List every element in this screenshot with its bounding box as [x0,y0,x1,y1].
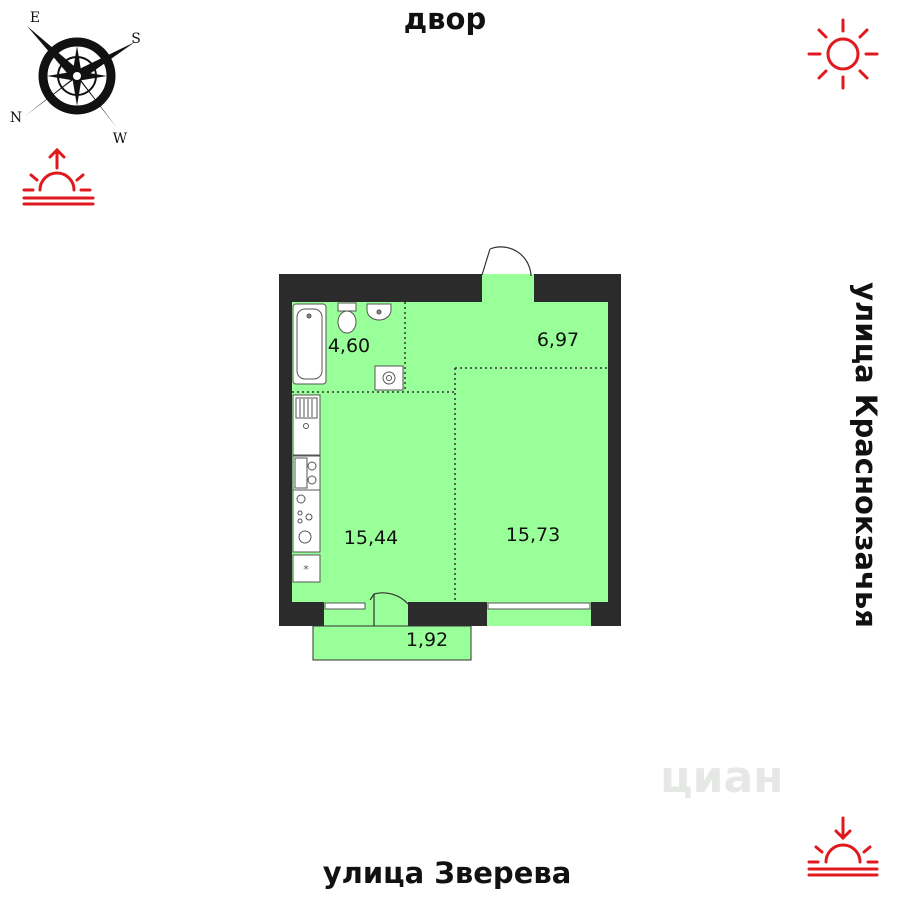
entrance-door [481,246,532,277]
room-window-frame [487,602,591,610]
kitchen-units [292,394,321,583]
balcony-floor [312,625,472,661]
floor-area [292,302,608,602]
compass-e-letter: E [29,10,41,26]
balcony-area-label: 1,92 [405,629,449,651]
hallway-area-label: 6,97 [536,329,580,351]
toilet-icon [337,302,357,334]
bathroom-area-label: 4,60 [327,335,371,357]
street-bottom-label: улица Зверева [322,856,572,890]
entrance-opening [482,274,534,304]
compass-s-letter: S [131,31,141,47]
compass-n-letter: N [9,110,23,126]
balcony-door [369,592,409,626]
kitchen-area-label: 15,44 [343,527,399,549]
boiler-icon [374,365,404,391]
sink-icon [366,303,392,321]
fridge-mark: * [303,563,309,576]
watermark-text: циан [660,752,784,803]
balcony-window-frame [324,602,366,610]
yard-label: двор [403,2,487,36]
bathtub-icon [292,303,327,385]
room-area-label: 15,73 [505,524,561,546]
partitions [292,302,608,600]
compass-w-letter: W [112,131,128,147]
